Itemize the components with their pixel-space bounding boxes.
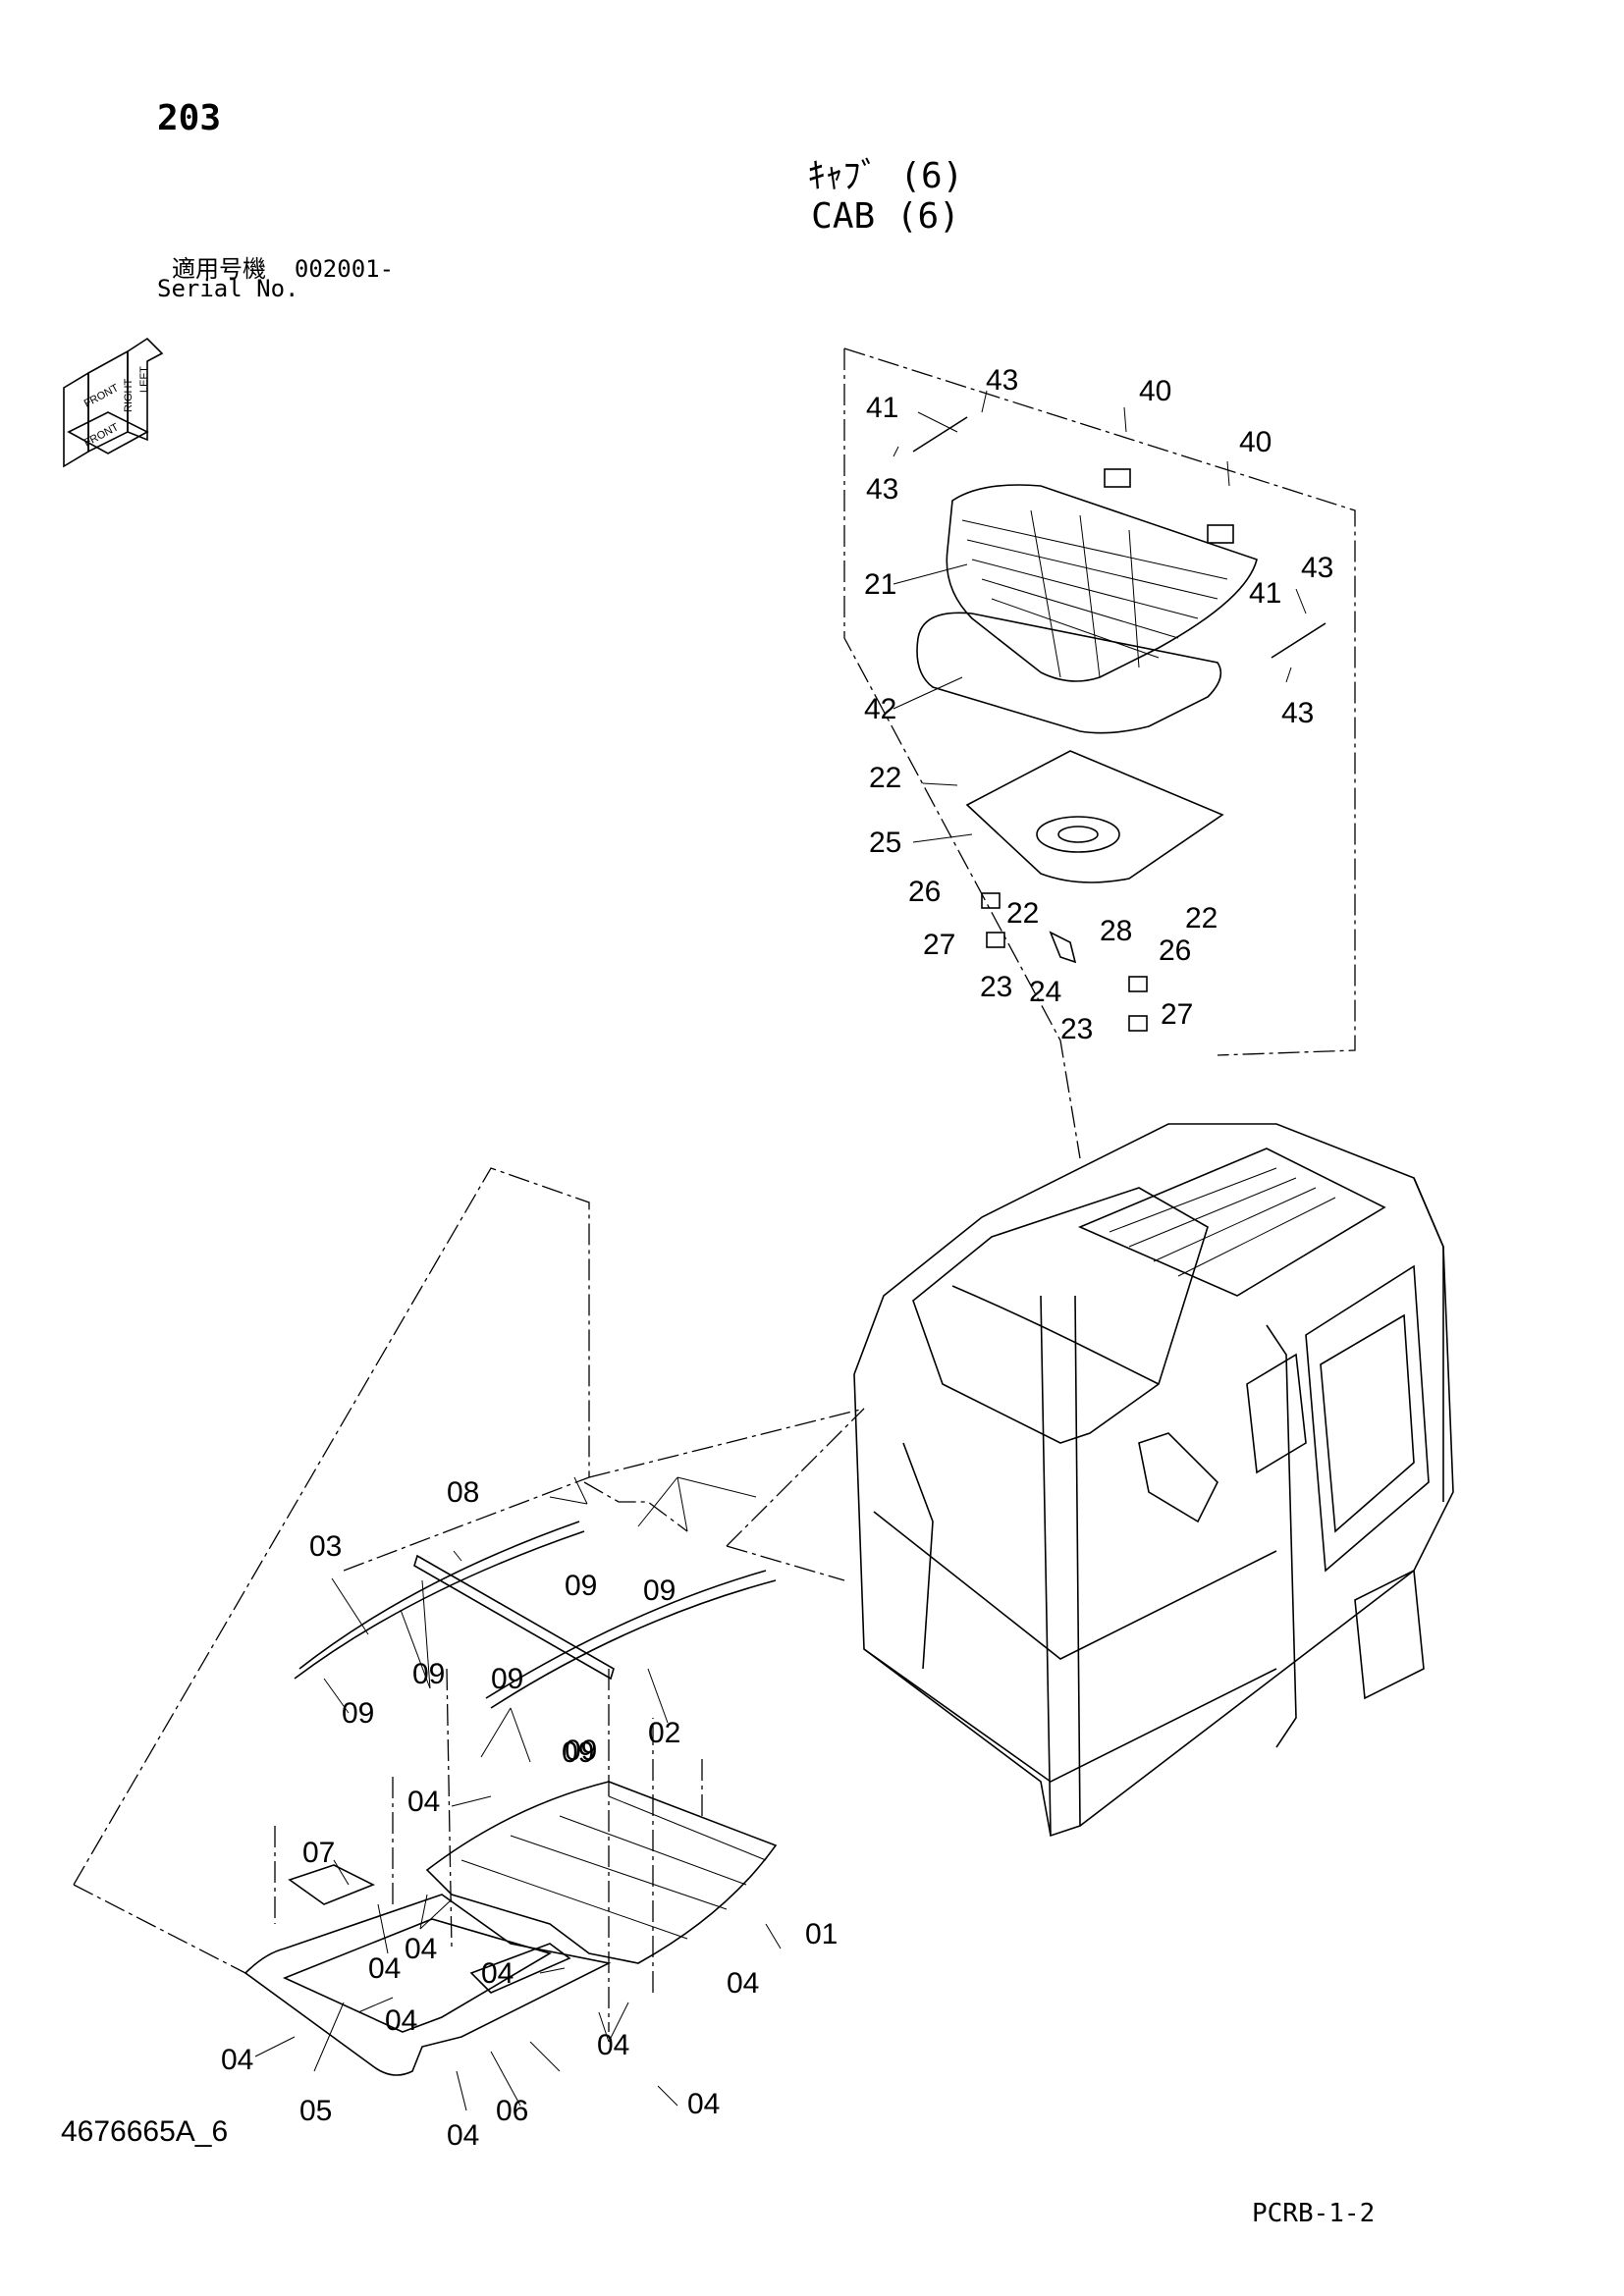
callout-24: 24 bbox=[1029, 976, 1061, 1008]
callout-22-a: 22 bbox=[869, 762, 901, 794]
callout-23-b: 23 bbox=[1060, 1013, 1093, 1045]
serial-value: 002001- bbox=[294, 255, 395, 283]
roof-panel-assembly bbox=[73, 1167, 865, 2111]
callout-06: 06 bbox=[496, 2095, 528, 2127]
serial-label-jp: 適用号機 bbox=[172, 255, 266, 283]
orientation-icon: FRONT FRONT RIGHT LEFT bbox=[63, 337, 164, 468]
callout-01: 01 bbox=[805, 1918, 838, 1950]
callout-09-c: 09 bbox=[412, 1658, 445, 1690]
callout-43-a: 43 bbox=[986, 364, 1018, 397]
callout-04-a: 04 bbox=[407, 1786, 440, 1818]
callout-04-i: 04 bbox=[221, 2044, 253, 2076]
callout-23-a: 23 bbox=[980, 971, 1012, 1003]
callout-41-a: 41 bbox=[866, 392, 898, 424]
page-code: PCRB-1-2 bbox=[1252, 2199, 1376, 2228]
callout-21: 21 bbox=[864, 568, 896, 601]
serial-line-jp: 適用号機 002001- bbox=[172, 249, 394, 284]
callout-09-a: 09 bbox=[565, 1570, 597, 1602]
page-number: 203 bbox=[157, 98, 222, 138]
callout-09-e: 09 bbox=[342, 1697, 374, 1730]
page-title-en: CAB (6) bbox=[811, 196, 960, 237]
callout-43-d: 43 bbox=[1281, 697, 1314, 729]
callout-42: 42 bbox=[864, 693, 896, 725]
callout-09-f: 09 bbox=[562, 1736, 594, 1769]
callout-02: 02 bbox=[648, 1717, 680, 1749]
callout-40-a: 40 bbox=[1139, 375, 1171, 407]
callout-04-c: 04 bbox=[405, 1933, 437, 1965]
callout-26-b: 26 bbox=[1159, 934, 1191, 967]
callout-26-a: 26 bbox=[908, 876, 941, 908]
callout-09-g: 09 bbox=[565, 1735, 597, 1767]
callout-09-b: 09 bbox=[643, 1575, 676, 1607]
roof-hatch-assembly bbox=[843, 347, 1356, 1159]
callout-27-b: 27 bbox=[1161, 998, 1193, 1031]
callout-04-g: 04 bbox=[597, 2029, 629, 2061]
callout-40-b: 40 bbox=[1239, 426, 1272, 458]
callout-04-d: 04 bbox=[481, 1957, 514, 1990]
callout-41-b: 41 bbox=[1249, 577, 1281, 610]
callout-04-j: 04 bbox=[447, 2119, 479, 2152]
serial-label-en: Serial No. bbox=[157, 275, 299, 302]
callout-22-b: 22 bbox=[1006, 897, 1039, 930]
callout-04-h: 04 bbox=[687, 2088, 720, 2120]
callout-43-c: 43 bbox=[1301, 552, 1333, 584]
callout-22-c: 22 bbox=[1185, 902, 1218, 934]
callout-08: 08 bbox=[447, 1476, 479, 1509]
callout-07: 07 bbox=[302, 1837, 335, 1869]
callout-04-f: 04 bbox=[385, 2004, 417, 2037]
callout-04-b: 04 bbox=[368, 1952, 401, 1985]
callout-04-e: 04 bbox=[727, 1967, 759, 2000]
callout-25: 25 bbox=[869, 827, 901, 859]
page-title-jp: ｷｬﾌﾞ (6) bbox=[807, 156, 964, 196]
callout-09-d: 09 bbox=[491, 1663, 523, 1695]
callout-28: 28 bbox=[1100, 915, 1132, 947]
callout-05: 05 bbox=[299, 2095, 332, 2127]
part-callouts: 40 40 41 43 43 41 43 43 21 42 22 25 22 2… bbox=[221, 364, 1333, 2152]
drawing-number: 4676665A_6 bbox=[61, 2115, 229, 2148]
callout-43-b: 43 bbox=[866, 473, 898, 506]
orientation-label-left: LEFT bbox=[138, 366, 150, 393]
orientation-label-right: RIGHT bbox=[123, 379, 135, 413]
callout-27-a: 27 bbox=[923, 929, 955, 961]
cab-frame bbox=[853, 1123, 1454, 1838]
callout-03: 03 bbox=[309, 1530, 342, 1563]
